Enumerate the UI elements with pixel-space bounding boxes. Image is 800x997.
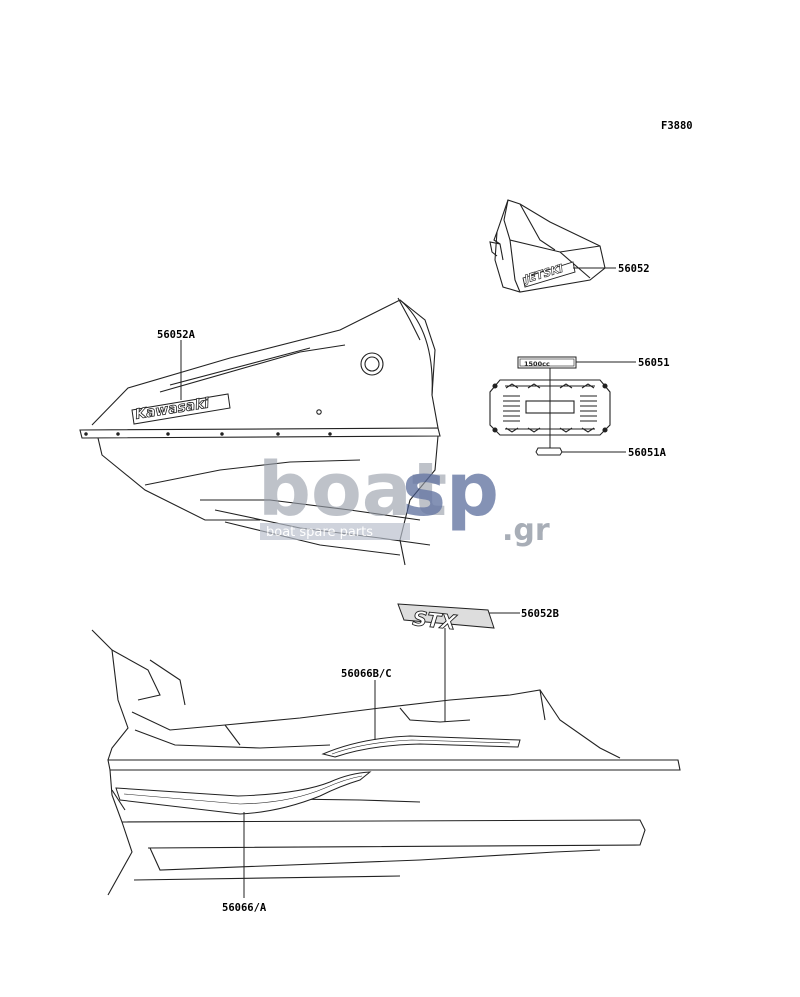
jetski-decal-text: JETSKI (521, 262, 565, 287)
boatsp-watermark: boat sp .gr boat spare parts (258, 447, 550, 548)
callout-56052A: 56052A (157, 329, 196, 341)
hull-stripe-56066A (115, 771, 372, 815)
watermark-tld: .gr (502, 513, 550, 548)
watermark-word-boat: boat (258, 447, 447, 533)
watermark-word-sp: sp (402, 447, 499, 533)
callout-56051A: 56051A (628, 447, 667, 459)
engine-badge-56051: 1500cc (517, 356, 577, 369)
engine-badge-text: 1500cc (524, 360, 550, 368)
stx-decal: STX (397, 603, 495, 635)
stx-decal-text: STX (411, 606, 458, 635)
deck-stripe-56066BC (321, 735, 521, 758)
front-cowl (489, 199, 606, 293)
callout-56051: 56051 (638, 357, 670, 369)
hull-side-full-view (91, 629, 681, 896)
kawasaki-decal-text: Kawasaki (134, 395, 210, 422)
hull-side-front-view (79, 297, 441, 566)
callout-56052: 56052 (618, 263, 650, 275)
plate-56051A (535, 447, 563, 456)
callout-56066A: 56066/A (222, 902, 267, 914)
callout-56052B: 56052B (521, 608, 559, 620)
callout-56066BC: 56066B/C (341, 668, 392, 680)
watermark-tagline: boat spare parts (266, 525, 373, 540)
jetski-decal: JETSKI (521, 261, 576, 288)
figure-code: F3880 (661, 120, 693, 132)
